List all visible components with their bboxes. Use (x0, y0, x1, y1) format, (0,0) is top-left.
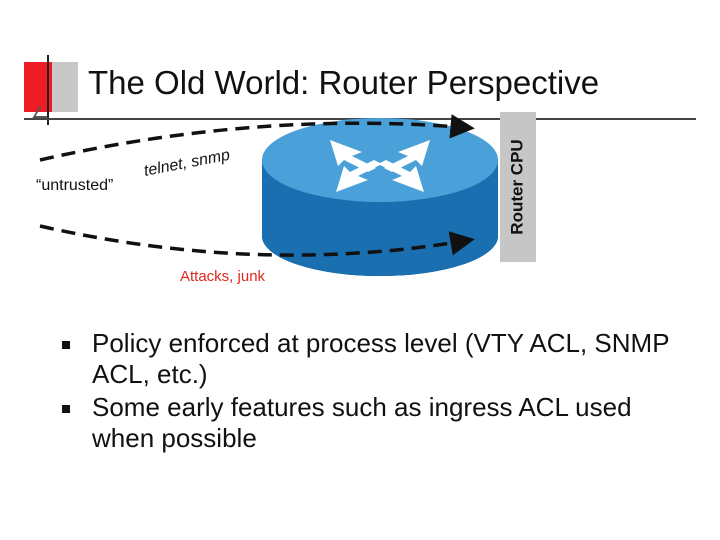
bullet-text: Some early features such as ingress ACL … (92, 392, 632, 453)
arrow-top-label: telnet, snmp (143, 147, 232, 180)
attacks-junk-label: Attacks, junk (180, 268, 266, 285)
list-item: Some early features such as ingress ACL … (58, 392, 698, 454)
arrow-attacks-junk (39, 224, 475, 257)
page-title: The Old World: Router Perspective (88, 64, 600, 101)
list-item: Policy enforced at process level (VTY AC… (58, 328, 698, 390)
bullet-square-icon (62, 405, 70, 413)
bullet-list: Policy enforced at process level (VTY AC… (58, 328, 698, 456)
router-cpu-label: Router CPU (508, 139, 527, 235)
arrow-telnet-snmp (39, 114, 475, 162)
untrusted-label: “untrusted” (36, 177, 114, 194)
router-cpu-panel: Router CPU (500, 112, 536, 262)
title-accent-gray (52, 62, 78, 112)
bullet-square-icon (62, 341, 70, 349)
title-accent-line (47, 55, 49, 125)
bullet-text: Policy enforced at process level (VTY AC… (92, 328, 670, 389)
router-icon (262, 118, 498, 276)
